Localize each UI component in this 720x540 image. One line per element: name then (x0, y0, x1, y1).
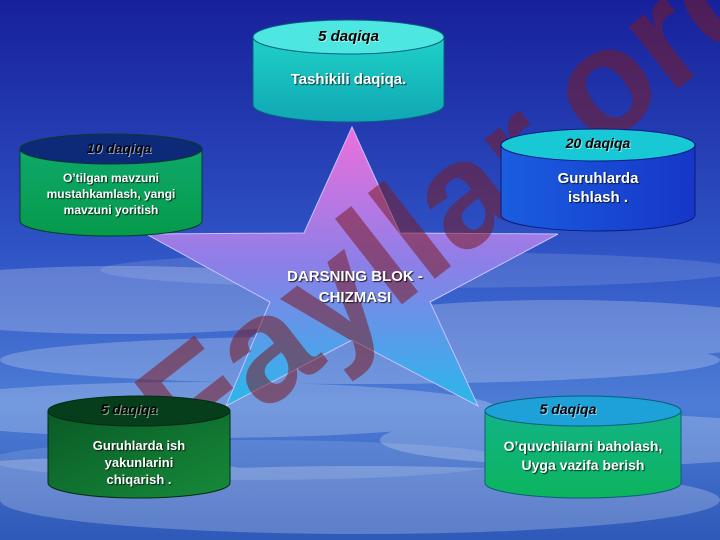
block-text: Guruhlarda ishlash . (557, 170, 639, 206)
block-left: 10 daqiqa O’tilgan mavzuni mustahkamlash… (19, 133, 203, 237)
center-title: DARSNING BLOK - CHIZMASI (287, 268, 423, 306)
block-time: 10 daqiqa (86, 140, 152, 156)
block-time: 5 daqiqa (318, 28, 379, 45)
block-time: 5 daqiqa (100, 401, 158, 417)
block-right: 20 daqiqa Guruhlarda ishlash . (500, 128, 696, 232)
block-time: 20 daqiqa (565, 135, 631, 151)
block-time: 5 daqiqa (539, 401, 597, 417)
block-top: 5 daqiqa Tashikili daqiqa. (252, 19, 445, 123)
block-text: O’quvchilarni baholash, Uyga vazifa beri… (503, 438, 663, 473)
block-text: Guruhlarda ish yakunlarini chiqarish . (92, 438, 186, 487)
block-text: Tashikili daqiqa. (290, 71, 407, 88)
block-bottom-left: 5 daqiqa Guruhlarda ish yakunlarini chiq… (47, 395, 231, 499)
block-bottom-right: 5 daqiqa O’quvchilarni baholash, Uyga va… (484, 395, 682, 499)
star-shape (144, 125, 559, 408)
block-text: O’tilgan mavzuni mustahkamlash, yangi ma… (46, 171, 176, 217)
